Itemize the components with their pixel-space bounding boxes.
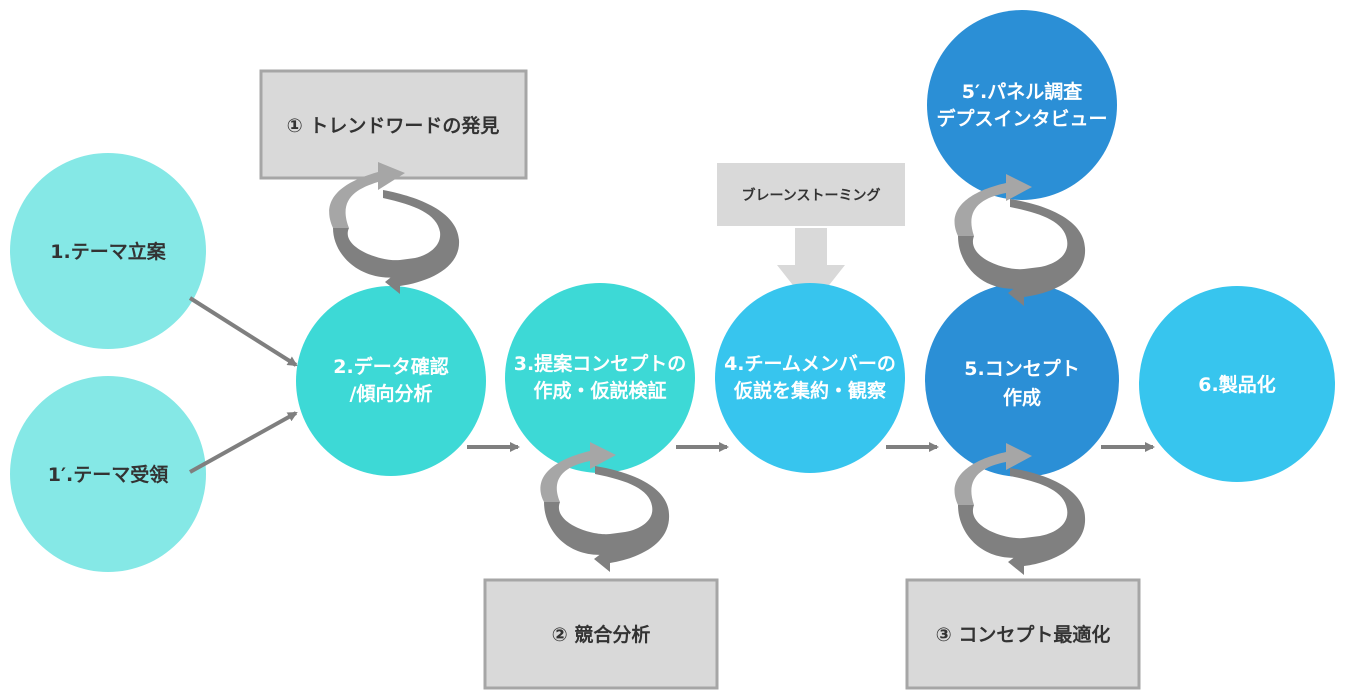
node-concept-creation-line2: 作成 [1003,386,1041,409]
arrow-1p-to-2 [189,411,298,474]
box-competitor-analysis-label: ② 競合分析 [552,623,651,646]
box-brainstorming-label: ブレーンストーミング [741,187,880,204]
node-panel-survey: 5′.パネル調査 デプスインタビュー [927,10,1117,200]
node-concept-creation: 5.コンセプト 作成 [925,283,1119,477]
node-team-hypothesis-line1: 4.チームメンバーの [724,353,896,375]
box-concept-optimization-label: ③ コンセプト最適化 [936,623,1111,646]
box-trend-word: ① トレンドワードの発見 [259,69,528,180]
node-theme-received-label: 1′.テーマ受領 [48,463,169,486]
node-panel-survey-line2: デプスインタビュー [936,107,1107,130]
node-theme-planning-label: 1.テーマ立案 [50,240,166,263]
box-competitor-analysis: ② 競合分析 [483,578,719,690]
node-team-hypothesis: 4.チームメンバーの 仮説を集約・観察 [715,283,905,473]
arrow-1-to-2 [188,296,298,367]
node-productization-label: 6.製品化 [1198,373,1275,396]
cycle-arrow-panel [954,174,1086,306]
node-concept-creation-line1: 5.コンセプト [964,357,1079,380]
cycle-arrow-optimization [954,443,1086,575]
node-theme-received: 1′.テーマ受領 [10,376,206,572]
node-proposal-concept: 3.提案コンセプトの 作成・仮説検証 [505,283,695,473]
node-team-hypothesis-line2: 仮説を集約・観察 [733,379,887,402]
box-concept-optimization: ③ コンセプト最適化 [905,578,1141,690]
down-arrow-icon [777,228,845,308]
box-brainstorming: ブレーンストーミング [717,163,905,226]
cycle-arrow-competitor [540,442,670,572]
box-trend-word-label: ① トレンドワードの発見 [287,114,500,137]
cycle-arrow-trend [329,162,460,294]
node-productization: 6.製品化 [1139,286,1335,482]
node-data-check-line2: /傾向分析 [350,382,433,405]
node-data-check: 2.データ確認 /傾向分析 [296,286,486,476]
node-proposal-concept-line2: 作成・仮説検証 [533,379,666,402]
node-proposal-concept-line1: 3.提案コンセプトの [514,352,686,375]
node-theme-planning: 1.テーマ立案 [10,153,206,349]
node-panel-survey-line1: 5′.パネル調査 [962,80,1083,103]
node-data-check-line1: 2.データ確認 [333,355,448,378]
